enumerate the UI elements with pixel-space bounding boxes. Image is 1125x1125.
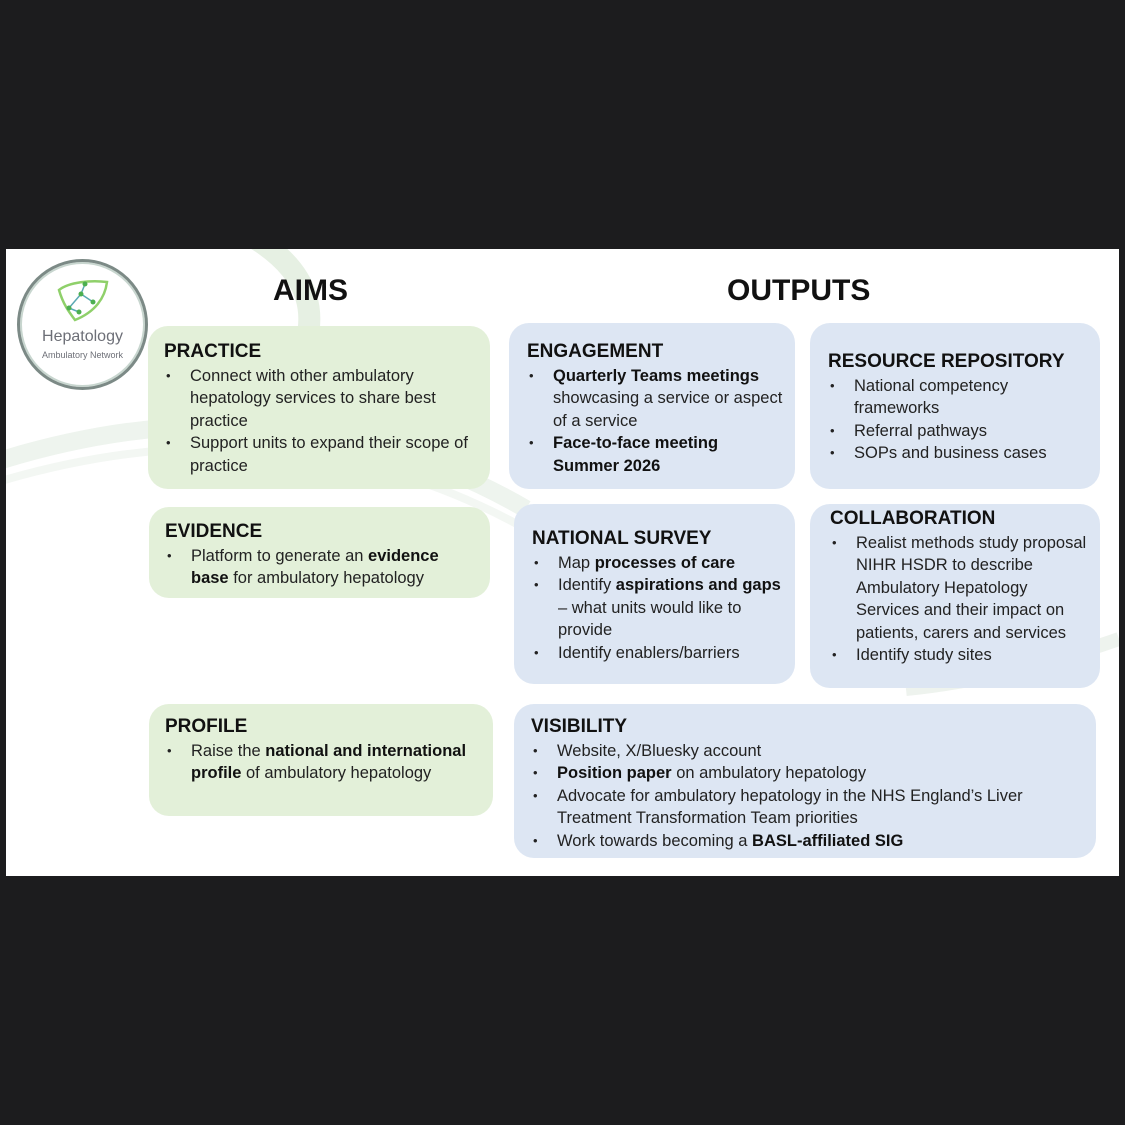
bullet-text: National competency frameworks [854,377,1009,418]
aims-heading: AIMS [273,274,348,307]
liver-network-icon [57,280,109,322]
bullet-item: Map processes of care [532,552,783,575]
bullet-text: Connect with other ambulatory hepatology… [190,367,436,430]
collaboration-list: Realist methods study proposal NIHR HSDR… [830,532,1090,667]
bullet-text: Referral pathways [854,421,987,440]
bullet-item: Realist methods study proposal NIHR HSDR… [830,532,1090,644]
bullet-item: Advocate for ambulatory hepatology in th… [531,785,1084,830]
bullet-text: showcasing a service or aspect of a serv… [553,389,783,430]
resource-repository-title: RESOURCE REPOSITORY [828,351,1065,372]
bullet-text: Website, X/Bluesky account [557,742,762,760]
hepatology-network-logo: Hepatology Ambulatory Network [17,259,148,390]
bullet-text: SOPs and business cases [854,444,1047,463]
bullet-emphasis: BASL-affiliated SIG [752,831,904,850]
practice-list: Connect with other ambulatory hepatology… [164,365,476,477]
bullet-item: Identify enablers/barriers [532,642,783,665]
profile-box: PROFILE Raise the national and internati… [149,704,493,816]
bullet-emphasis: processes of care [594,554,736,572]
outputs-heading: OUTPUTS [727,274,871,307]
bullet-emphasis: national and international profile [191,742,467,783]
bullet-item: Raise the national and international pro… [165,740,479,785]
bullet-text: Raise the [191,742,266,760]
practice-box: PRACTICE Connect with other ambulatory h… [148,326,490,489]
bullet-item: SOPs and business cases [828,442,1088,465]
engagement-box: ENGAGEMENT Quarterly Teams meetings show… [509,323,795,489]
bullet-item: Referral pathways [828,420,1088,443]
evidence-box: EVIDENCE Platform to generate an evidenc… [149,507,490,598]
profile-title: PROFILE [165,716,248,737]
bullet-item: Face-to-face meeting Summer 2026 [527,432,783,477]
bullet-text: Map [558,554,595,572]
profile-list: Raise the national and international pro… [165,740,479,785]
visibility-box: VISIBILITY Website, X/Bluesky accountPos… [514,704,1096,858]
bullet-text: Realist methods study proposal NIHR HSDR… [856,534,1087,642]
logo-subtitle: Ambulatory Network [41,350,124,360]
bullet-text: Identify [558,576,616,595]
resource-repository-box: RESOURCE REPOSITORY National competency … [810,323,1100,489]
bullet-text: of ambulatory hepatology [241,764,432,783]
evidence-list: Platform to generate an evidence base fo… [165,545,476,590]
bullet-emphasis: aspirations and gaps [615,576,781,595]
evidence-title: EVIDENCE [165,521,263,542]
bullet-text: Platform to generate an [191,547,369,565]
bullet-text: Work towards becoming a [557,831,753,850]
bullet-item: Platform to generate an evidence base fo… [165,545,476,590]
bullet-text: Advocate for ambulatory hepatology in th… [557,786,1023,828]
bullet-item: Identify study sites [830,644,1090,667]
visibility-list: Website, X/Bluesky accountPosition paper… [531,740,1084,852]
bullet-item: Website, X/Bluesky account [531,740,1084,763]
bullet-item: Identify aspirations and gaps – what uni… [532,574,783,641]
bullet-text: Support units to expand their scope of p… [190,434,468,475]
bullet-text: – what units would like to provide [558,598,742,640]
bullet-item: Connect with other ambulatory hepatology… [164,365,476,432]
logo-title: Hepatology [42,328,123,345]
bullet-emphasis: Position paper [557,764,672,783]
bullet-emphasis: Face-to-face meeting Summer 2026 [553,434,719,475]
practice-title: PRACTICE [164,341,262,362]
bullet-item: Quarterly Teams meetings showcasing a se… [527,365,783,432]
bullet-item: Work towards becoming a BASL-affiliated … [531,830,1084,853]
bullet-emphasis: Quarterly Teams meetings [553,367,760,385]
visibility-title: VISIBILITY [531,716,628,737]
national-survey-list: Map processes of careIdentify aspiration… [532,552,783,664]
bullet-item: Support units to expand their scope of p… [164,432,476,477]
slide: Hepatology Ambulatory Network AIMS OUTPU… [6,249,1119,876]
resource-repository-list: National competency frameworksReferral p… [828,375,1088,465]
engagement-list: Quarterly Teams meetings showcasing a se… [527,365,783,477]
bullet-text: on ambulatory hepatology [671,764,867,783]
engagement-title: ENGAGEMENT [527,341,664,362]
collaboration-title: COLLABORATION [830,508,996,529]
bullet-text: Identify enablers/barriers [558,643,740,662]
bullet-item: National competency frameworks [828,375,1088,420]
bullet-text: Identify study sites [856,646,992,665]
bullet-item: Position paper on ambulatory hepatology [531,762,1084,785]
national-survey-title: NATIONAL SURVEY [532,528,712,549]
bullet-emphasis: evidence base [191,547,439,588]
collaboration-box: COLLABORATION Realist methods study prop… [810,504,1100,688]
national-survey-box: NATIONAL SURVEY Map processes of careIde… [514,504,795,684]
bullet-text: for ambulatory hepatology [228,569,424,588]
